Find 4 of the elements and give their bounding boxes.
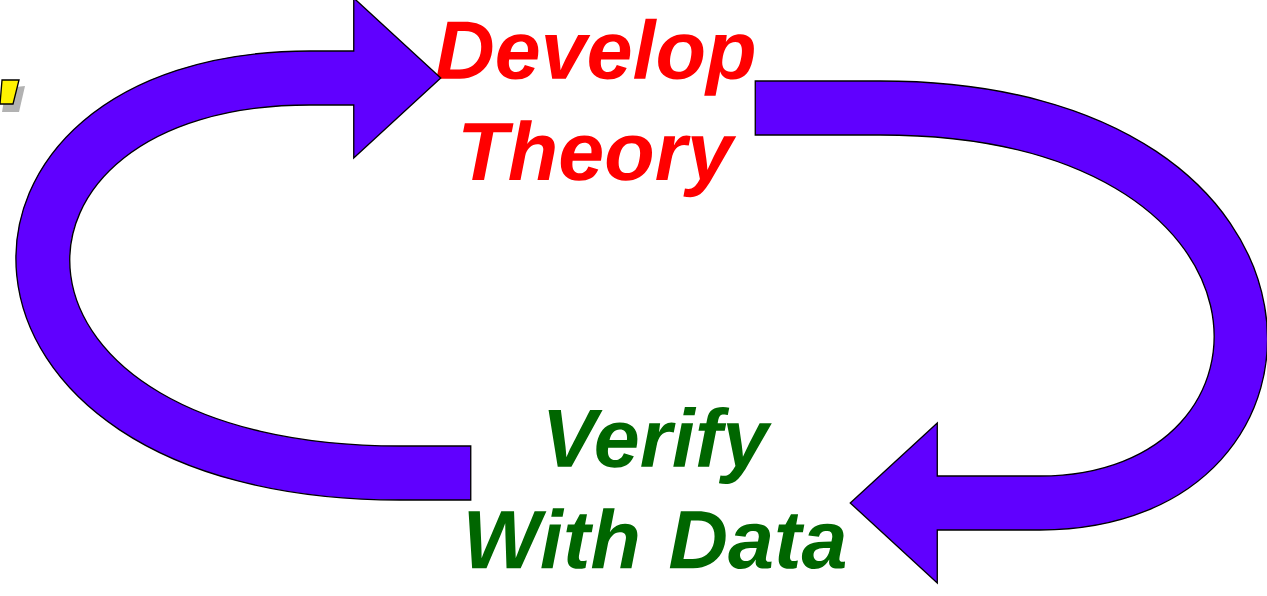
curved-arrow: [16, 0, 472, 501]
curved-arrow: [754, 80, 1267, 584]
title-text: Verify With Data: [468, 407, 846, 569]
title-text: Develop Theory: [436, 18, 754, 198]
